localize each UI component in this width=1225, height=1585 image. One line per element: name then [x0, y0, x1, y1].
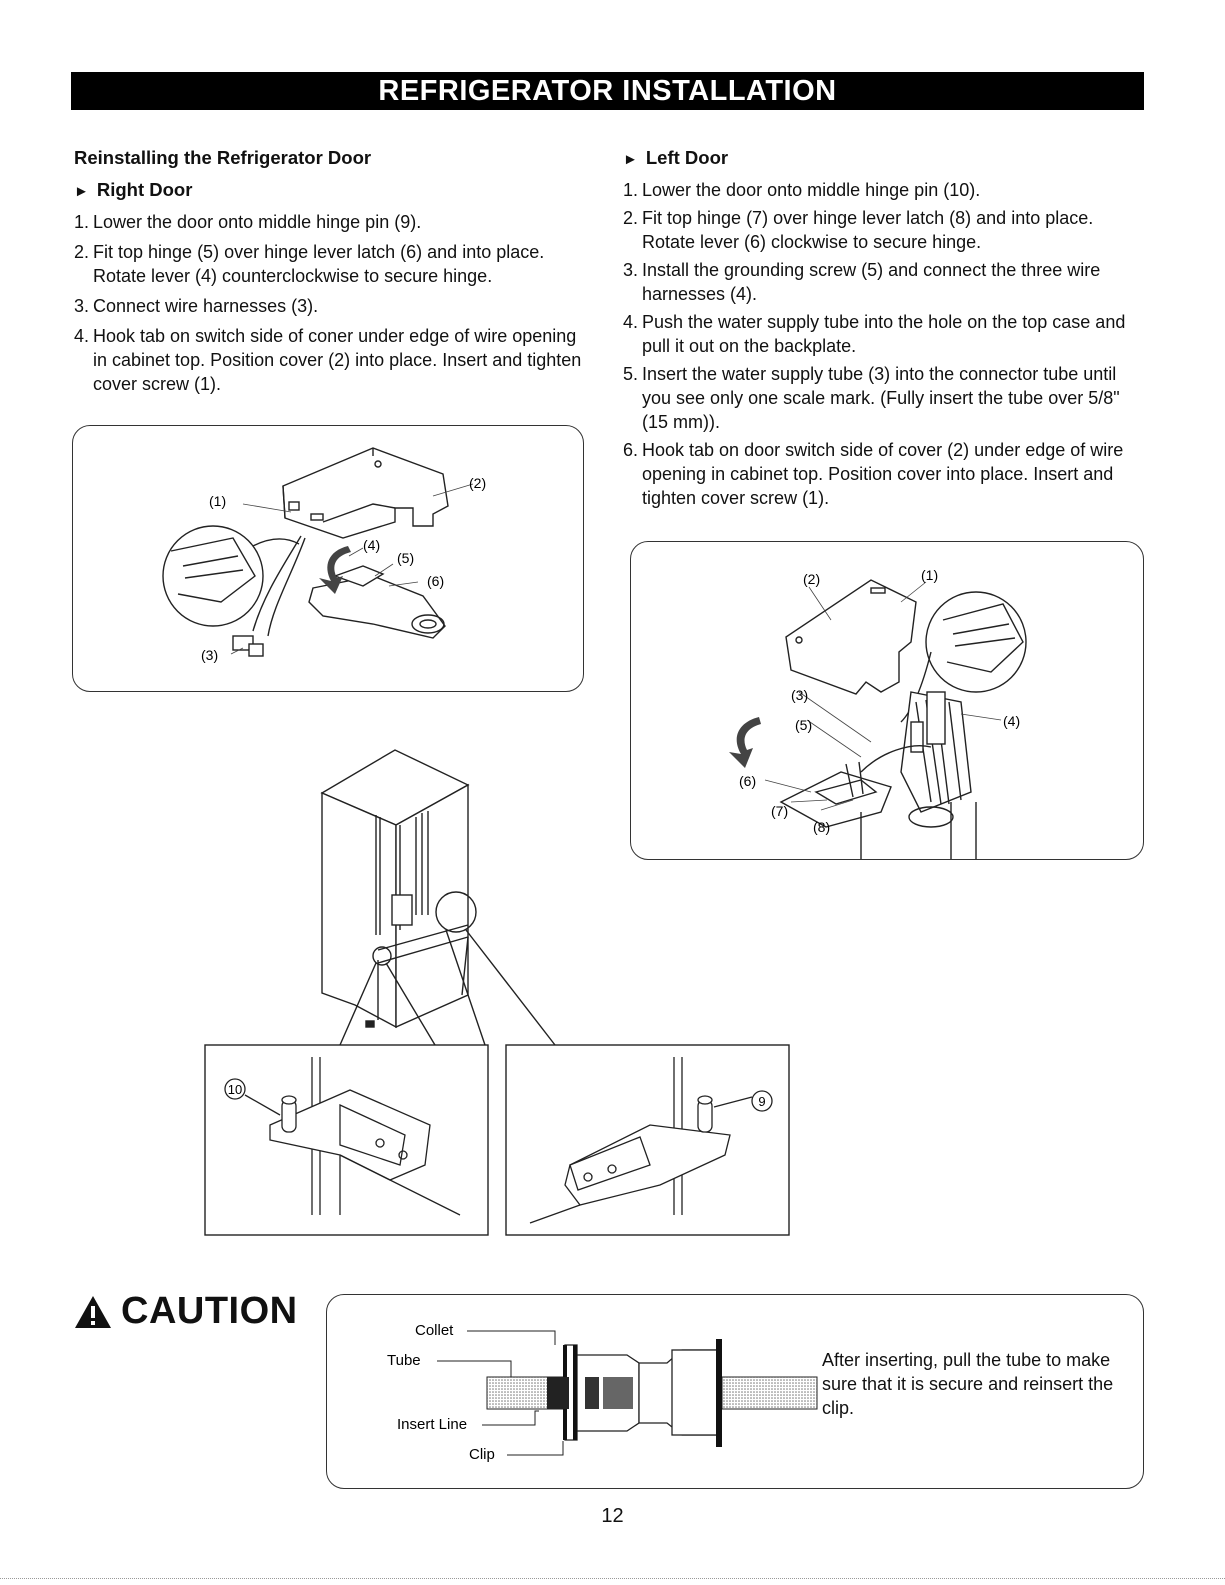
- tube-label: Tube: [387, 1352, 421, 1369]
- bottom-rule: [0, 1578, 1225, 1579]
- insert-line-label: Insert Line: [397, 1416, 467, 1433]
- step-item: 4.Hook tab on switch side of coner under…: [74, 326, 582, 394]
- callout-3: (3): [201, 647, 218, 663]
- callout-2: (2): [469, 475, 486, 491]
- left-door-hinge-diagram: (2) (1) (3) (5) (4) (6) (7) (8): [630, 541, 1144, 860]
- callout-2: (2): [803, 571, 820, 587]
- right-door-subheading: ►Right Door: [74, 179, 193, 200]
- triangle-bullet-icon: ►: [74, 183, 89, 200]
- page-number: 12: [601, 1505, 624, 1527]
- triangle-bullet-icon: ►: [623, 151, 638, 168]
- right-door-steps: 1.Lower the door onto middle hinge pin (…: [74, 210, 594, 396]
- step-item: 6.Hook tab on door switch side of cover …: [623, 440, 1124, 508]
- callout-3: (3): [791, 687, 808, 703]
- left-door-hinge-illustration: (2) (1) (3) (5) (4) (6) (7) (8): [729, 567, 1027, 859]
- callout-5: (5): [397, 550, 414, 566]
- step-item: 3.Connect wire harnesses (3).: [74, 296, 319, 316]
- step-item: 3.Install the grounding screw (5) and co…: [623, 260, 1101, 304]
- step-item: 4.Push the water supply tube into the ho…: [623, 312, 1126, 356]
- left-door-subheading: ►Left Door: [623, 147, 729, 168]
- left-door-steps: 1.Lower the door onto middle hinge pin (…: [623, 178, 1148, 510]
- callout-4: (4): [1003, 713, 1020, 729]
- refrigerator-hinge-pin-illustration: 10 9: [204, 749, 790, 1236]
- warning-triangle-icon: [75, 1295, 111, 1328]
- callout-7: (7): [771, 803, 788, 819]
- step-item: 1.Lower the door onto middle hinge pin (…: [623, 180, 981, 200]
- callout-1: (1): [209, 493, 226, 509]
- section-banner: REFRIGERATOR INSTALLATION: [71, 72, 1144, 110]
- caution-heading: CAUTION: [73, 1290, 298, 1333]
- right-door-hinge-diagram: (1) (2) (3) (4) (5) (6): [72, 425, 584, 692]
- collet-label: Collet: [415, 1322, 454, 1339]
- caution-text: After inserting, pull the tube to make s…: [822, 1350, 1114, 1418]
- step-item: 5.Insert the water supply tube (3) into …: [623, 364, 1120, 432]
- step-item: 2.Fit top hinge (5) over hinge lever lat…: [74, 242, 545, 286]
- callout-1: (1): [921, 567, 938, 583]
- clip-label: Clip: [469, 1446, 495, 1463]
- tube-collet-clip-illustration: Collet Tube Insert Line Clip: [387, 1322, 818, 1463]
- caution-box: Collet Tube Insert Line Clip: [326, 1294, 1144, 1489]
- callout-6: (6): [427, 573, 444, 589]
- step-item: 2.Fit top hinge (7) over hinge lever lat…: [623, 208, 1094, 252]
- callout-5: (5): [795, 717, 812, 733]
- callout-8: (8): [813, 819, 830, 835]
- right-door-instructions: Reinstalling the Refrigerator Door ►Righ…: [74, 146, 594, 402]
- hinge-pin-9-label: 9: [758, 1094, 765, 1109]
- step-item: 1.Lower the door onto middle hinge pin (…: [74, 212, 422, 232]
- right-door-hinge-illustration: (1) (2) (3) (4) (5) (6): [162, 447, 486, 663]
- left-door-instructions: ►Left Door 1.Lower the door onto middle …: [623, 146, 1148, 514]
- callout-6: (6): [739, 773, 756, 789]
- hinge-pin-10-label: 10: [228, 1082, 242, 1097]
- section-heading: Reinstalling the Refrigerator Door: [74, 147, 372, 168]
- callout-4: (4): [363, 537, 380, 553]
